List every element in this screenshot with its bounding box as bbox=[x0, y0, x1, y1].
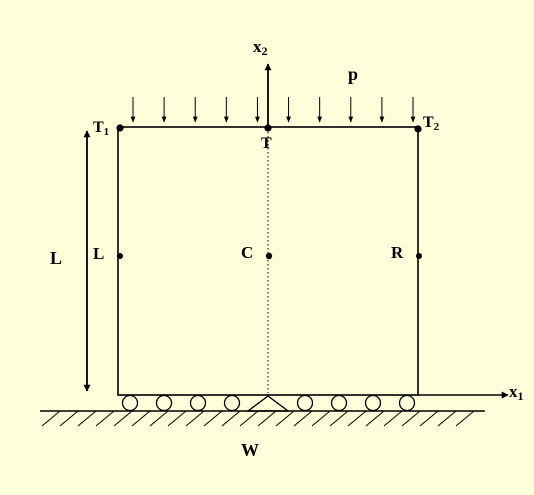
hatch-line bbox=[203, 410, 223, 427]
point-t2 bbox=[414, 125, 422, 133]
hatch-line bbox=[41, 410, 61, 427]
hatch-line bbox=[455, 410, 475, 427]
hatch-line bbox=[77, 410, 97, 427]
point-c bbox=[265, 252, 273, 260]
hatch-line bbox=[401, 410, 421, 427]
roller bbox=[330, 394, 348, 412]
label-t1: T1 bbox=[93, 119, 109, 138]
hatch-line bbox=[95, 410, 115, 427]
length-label: L bbox=[50, 248, 62, 268]
roller bbox=[121, 394, 139, 412]
pin-support bbox=[245, 395, 291, 412]
hatch-line bbox=[419, 410, 439, 427]
label-w: W bbox=[241, 440, 259, 460]
roller bbox=[364, 394, 382, 412]
hatch-line bbox=[185, 410, 205, 427]
hatch-line bbox=[221, 410, 241, 427]
label-center-point: C bbox=[241, 243, 253, 262]
roller bbox=[223, 394, 241, 412]
x2-axis-label: x2 bbox=[253, 37, 268, 58]
hatch-line bbox=[293, 410, 313, 427]
x1-axis-label: x1 bbox=[509, 382, 524, 403]
hatch-line bbox=[59, 410, 79, 427]
roller bbox=[296, 394, 314, 412]
point-l bbox=[117, 253, 123, 259]
roller bbox=[398, 394, 416, 412]
label-left-point: L bbox=[93, 244, 104, 263]
label-t: T bbox=[261, 135, 272, 152]
hatch-line bbox=[311, 410, 331, 427]
hatch-line bbox=[239, 410, 259, 427]
hatch-line bbox=[257, 410, 277, 427]
load-arrows bbox=[130, 97, 416, 123]
hatch-line bbox=[275, 410, 295, 427]
load-label-p: p bbox=[348, 64, 358, 84]
hatch-line bbox=[131, 410, 151, 427]
hatch-line bbox=[329, 410, 349, 427]
roller-supports bbox=[121, 394, 416, 412]
label-t2: T2 bbox=[423, 114, 440, 133]
hatch-line bbox=[113, 410, 133, 427]
point-r bbox=[416, 253, 422, 259]
ground-hatching bbox=[41, 410, 475, 427]
hatch-line bbox=[365, 410, 385, 427]
hatch-line bbox=[347, 410, 367, 427]
hatch-line bbox=[167, 410, 187, 427]
hatch-line bbox=[383, 410, 403, 427]
roller bbox=[155, 394, 173, 412]
hatch-line bbox=[149, 410, 169, 427]
label-right-point: R bbox=[391, 243, 404, 262]
hatch-line bbox=[437, 410, 457, 427]
point-t bbox=[264, 124, 272, 132]
point-t1 bbox=[116, 124, 124, 132]
roller bbox=[189, 394, 207, 412]
